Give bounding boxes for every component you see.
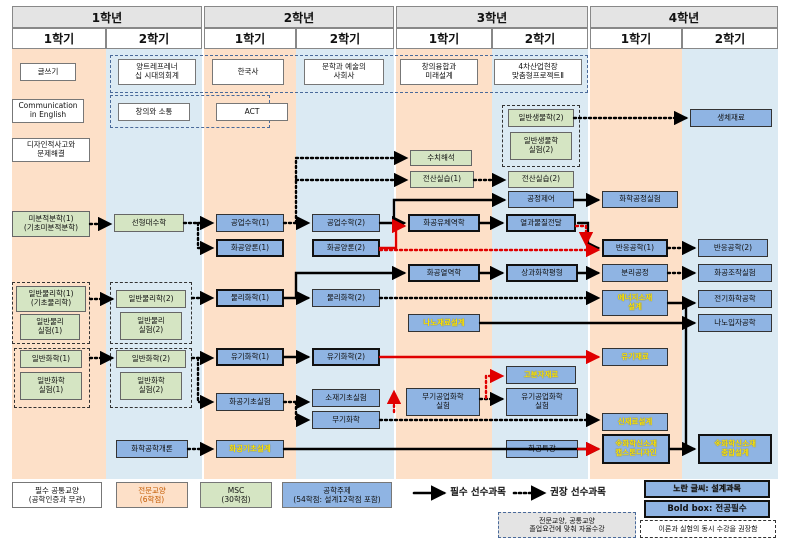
course-physics2[interactable]: 일반물리학(2) [116, 290, 186, 308]
course-physics-lab1[interactable]: 일반물리 실험(1) [20, 314, 80, 340]
course-capstone2[interactable]: ※화학신소재 종합설계 [698, 434, 772, 464]
course-creative-convergence[interactable]: 창의융합과 미래설계 [400, 59, 478, 85]
legend-msc: MSC (30학점) [200, 482, 272, 508]
legend-recommended-prereq: 권장 선수과목 [550, 487, 606, 499]
elective-group-top [110, 55, 588, 93]
course-creativity-communication[interactable]: 창의와 소통 [118, 103, 190, 121]
course-literature-arts[interactable]: 문학과 예술의 사회사 [304, 59, 384, 85]
legend-major-core: 전문교양 (6학점) [116, 482, 188, 508]
year-2: 2학년 [204, 6, 394, 28]
course-org-materials[interactable]: 유기재료 [602, 348, 668, 366]
sem-y1s1: 1학기 [12, 28, 106, 49]
course-global-history[interactable]: 양트레프레너 십 시대의회계 [118, 59, 196, 85]
course-org-ind-lab[interactable]: 유기공업화학 실험 [506, 388, 578, 416]
sem-y2s1: 1학기 [204, 28, 296, 49]
course-bio-lab2[interactable]: 일반생물학 실험(2) [510, 132, 572, 160]
course-chem-lab1[interactable]: 일반화학 실험(1) [20, 372, 82, 400]
course-chem-process-lab[interactable]: 화학공정실험 [602, 191, 678, 208]
course-org-chem1[interactable]: 유기화학(1) [216, 348, 284, 366]
legend-concurrent-note: 이론과 실험의 동시 수강을 권장함 [640, 520, 776, 538]
course-computing2[interactable]: 전산실습(2) [508, 171, 574, 188]
course-calculus1[interactable]: 미분적분학(1) (기초미분적분학) [12, 211, 90, 237]
year-1: 1학년 [12, 6, 202, 28]
biology-group [502, 105, 580, 167]
course-biomaterials[interactable]: 생체재료 [690, 109, 772, 127]
course-electrochem[interactable]: 전기화학공학 [698, 290, 772, 308]
course-chem-eng-calc1[interactable]: 화공양론(1) [216, 239, 284, 257]
course-numerical[interactable]: 수치해석 [410, 150, 472, 166]
year-4: 4학년 [590, 6, 778, 28]
course-process-control[interactable]: 공정제어 [508, 191, 574, 208]
sem-y3s1: 1학기 [396, 28, 492, 49]
chem2-group [110, 348, 192, 408]
course-writing[interactable]: 글쓰기 [20, 63, 76, 81]
course-new-materials-design[interactable]: 신재료설계 [602, 413, 668, 431]
legend-bold-box: Bold box: 전공필수 [644, 500, 770, 518]
course-industry4-project[interactable]: 4차산업현장 맞춤형프로젝트Ⅱ [494, 59, 582, 85]
physics2-group [110, 282, 192, 344]
sem-y4s2: 2학기 [682, 28, 778, 49]
legend-required-prereq: 필수 선수과목 [450, 487, 506, 499]
course-design-thinking[interactable]: 디자인적사고와 문제해결 [12, 138, 90, 162]
legend-elective-note: 전문교양, 공통교양 졸업요건에 맞춰 자율수강 [498, 512, 636, 538]
course-unit-op-lab[interactable]: 화공조작실험 [698, 264, 772, 282]
course-physics-lab2[interactable]: 일반물리 실험(2) [120, 312, 182, 340]
course-materials-basic-lab[interactable]: 소재기초실험 [312, 389, 380, 407]
course-reaction2[interactable]: 반응공학(2) [698, 239, 768, 257]
course-communication-english[interactable]: Communication in English [12, 99, 84, 123]
course-chemistry2[interactable]: 일반화학(2) [116, 350, 186, 368]
legend-major-topic: 공학주제 (54학점: 설계12학점 포함) [282, 482, 392, 508]
course-nano-particle[interactable]: 나노입자공학 [698, 314, 772, 332]
course-phys-chem2[interactable]: 물리화학(2) [312, 289, 380, 307]
course-physics1[interactable]: 일반물리학(1) (기초물리학) [16, 286, 86, 312]
year-3: 3학년 [396, 6, 588, 28]
sem-y1s2: 2학기 [106, 28, 202, 49]
course-korean-history[interactable]: 한국사 [212, 59, 284, 85]
sem-y2s2: 2학기 [296, 28, 394, 49]
course-heat-mass[interactable]: 열과물질전달 [506, 214, 576, 232]
chem1-group [14, 348, 90, 408]
band-y2s2 [296, 49, 394, 479]
course-inorg-lab[interactable]: 무기공업화학 실험 [406, 388, 480, 416]
legend-yellow-note: 노란 글씨: 설계과목 [644, 480, 770, 498]
course-chemistry1[interactable]: 일반화학(1) [20, 350, 82, 368]
sem-y3s2: 2학기 [492, 28, 588, 49]
physics1-group [12, 282, 90, 344]
course-act[interactable]: ACT [216, 103, 288, 121]
course-polymer[interactable]: 고분자재료 [506, 366, 576, 384]
legend-general-required: 필수 공통교양 (공학인증과 무관) [12, 482, 102, 508]
sem-y4s1: 1학기 [590, 28, 682, 49]
course-chem-lab2[interactable]: 일반화학 실험(2) [120, 372, 182, 400]
